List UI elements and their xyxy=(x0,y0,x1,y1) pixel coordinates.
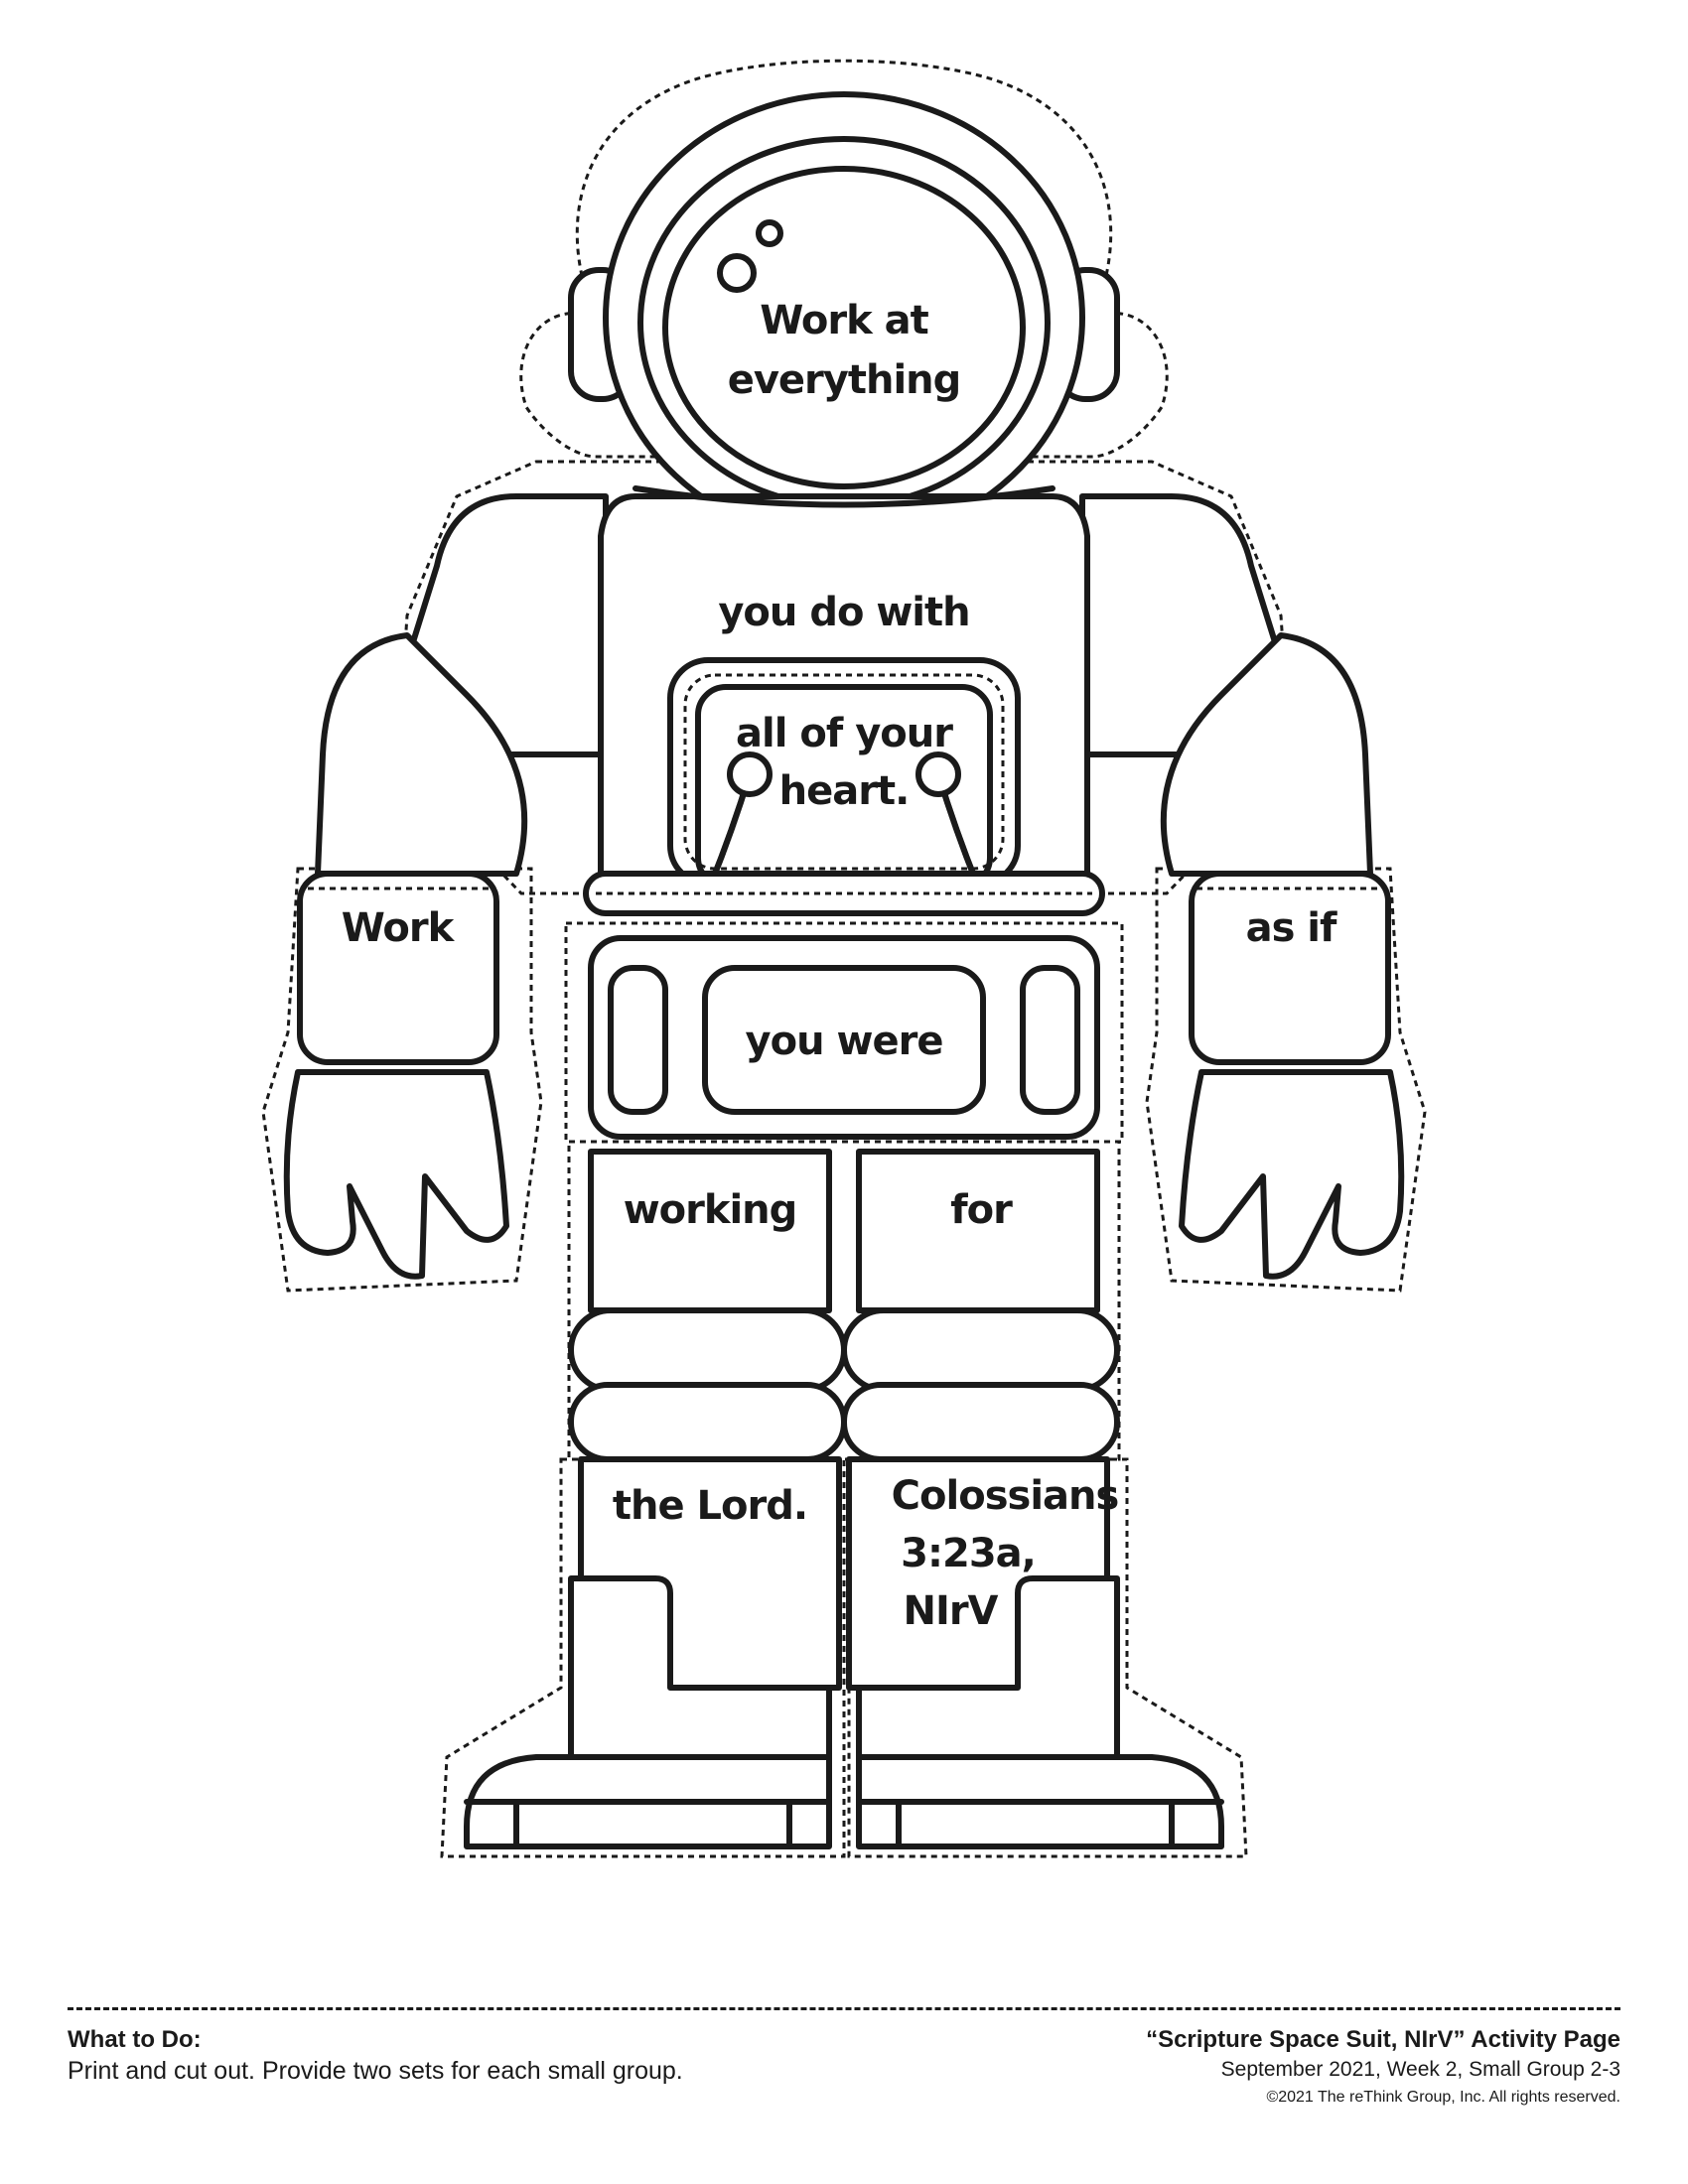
left-knee-ring-upper xyxy=(568,1307,847,1393)
neck-ring xyxy=(633,485,1055,508)
helmet: Work at everything xyxy=(568,91,1120,544)
left-wrist-label: Work xyxy=(342,905,456,951)
footer-page-info: “Scripture Space Suit, NIrV” Activity Pa… xyxy=(727,2025,1620,2111)
left-leg: working the Lord. xyxy=(464,1149,847,1849)
left-thigh-label: working xyxy=(624,1187,797,1233)
right-upper-arm xyxy=(1160,632,1373,877)
left-upper-arm xyxy=(315,632,528,877)
right-glove: as if xyxy=(1179,871,1405,1280)
right-boot-label-line-2: 3:23a, xyxy=(901,1531,1036,1576)
chest-label: you do with xyxy=(718,590,969,635)
right-wrist-label: as if xyxy=(1246,905,1337,951)
chest-panel-label-line-1: all of your xyxy=(736,711,953,756)
right-knee-ring-upper xyxy=(841,1307,1120,1393)
right-boot-label-line-3: NIrV xyxy=(903,1588,998,1634)
visor-bubble-icon xyxy=(717,253,757,293)
right-boot-cuff xyxy=(856,1575,1120,1760)
left-tube-connector-icon xyxy=(727,751,773,797)
left-boot-label: the Lord. xyxy=(613,1483,807,1529)
right-thigh xyxy=(856,1149,1100,1313)
footer-instructions: What to Do: Print and cut out. Provide t… xyxy=(68,2025,961,2087)
arms xyxy=(315,493,1373,877)
chest-panel-label-line-2: heart. xyxy=(779,768,910,814)
belt-buckle xyxy=(702,965,986,1115)
helmet-label-line-2: everything xyxy=(728,357,961,403)
visor-bubble-small-icon xyxy=(756,219,783,247)
helmet-label-line-1: Work at xyxy=(760,298,928,343)
belt: you were xyxy=(588,935,1100,1140)
helmet-visor xyxy=(662,166,1026,489)
right-thigh-label: for xyxy=(950,1187,1013,1233)
torso: you do with all of your heart. xyxy=(583,485,1105,916)
footer-dashed-rule xyxy=(68,2007,1620,2010)
series-info: September 2021, Week 2, Small Group 2-3 xyxy=(1220,2058,1620,2081)
copyright-notice: ©2021 The reThink Group, Inc. All rights… xyxy=(1266,2089,1620,2106)
left-boot-cuff xyxy=(568,1575,832,1760)
waist-ring xyxy=(583,871,1105,916)
belt-label: you were xyxy=(746,1019,943,1064)
activity-page-title: “Scripture Space Suit, NIrV” Activity Pa… xyxy=(1146,2026,1620,2053)
left-glove: Work xyxy=(283,871,509,1280)
what-to-do-heading: What to Do: xyxy=(68,2026,202,2053)
left-wrist-cuff xyxy=(297,871,499,1065)
right-boot-label-line-1: Colossians xyxy=(892,1473,1119,1519)
right-leg: for Colossians 3:23a, NIrV xyxy=(841,1149,1224,1849)
astronaut-cutout-illustration: Work at everything you do with all of yo… xyxy=(261,59,1427,1858)
left-knee-ring-lower xyxy=(568,1382,847,1462)
instructions-text: Print and cut out. Provide two sets for … xyxy=(68,2057,683,2085)
belt-right-pocket xyxy=(1020,965,1080,1115)
belt-left-pocket xyxy=(608,965,668,1115)
left-thigh xyxy=(588,1149,832,1313)
right-knee-ring-lower xyxy=(841,1382,1120,1462)
right-wrist-cuff xyxy=(1189,871,1391,1065)
right-tube-connector-icon xyxy=(915,751,961,797)
